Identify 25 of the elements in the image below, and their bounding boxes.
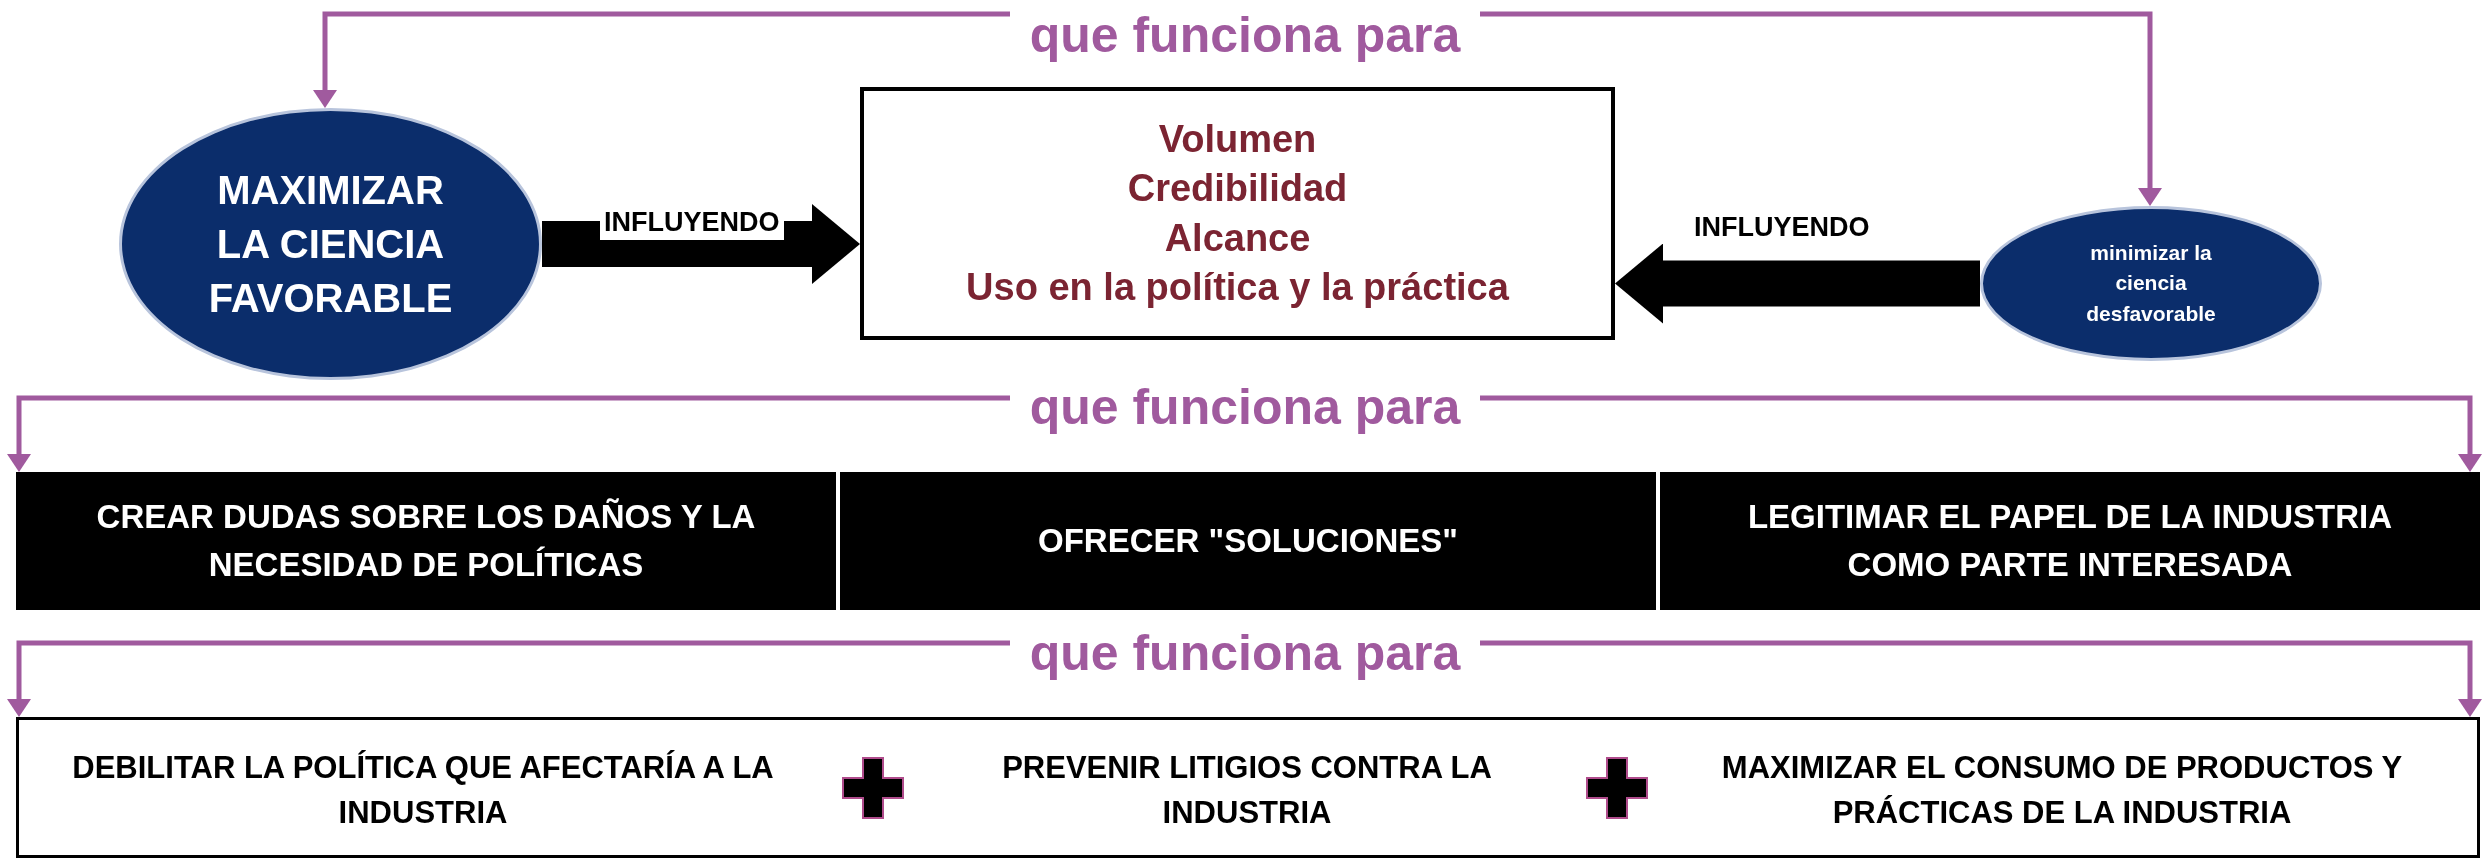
outcome-text: MAXIMIZAR EL CONSUMO DE PRODUCTOS Y PRÁCTICAS DE LA INDUSTRIA xyxy=(1649,720,2475,861)
outcome-text: PREVENIR LITIGIOS CONTRA LA INDUSTRIA xyxy=(909,720,1585,861)
metric-text: Uso en la política y la práctica xyxy=(966,264,1509,310)
arrow xyxy=(1480,640,2482,717)
strategy-band: CREAR DUDAS SOBRE LOS DAÑOS Y LA NECESIDAD DE POLÍTICAS xyxy=(16,472,836,610)
heading-text: que funciona para xyxy=(1010,372,1480,442)
metric-text: Alcance xyxy=(1164,215,1311,261)
goal-oval: MAXIMIZAR LA CIENCIA FAVORABLE xyxy=(119,108,542,380)
metric-text: Volumen xyxy=(1158,116,1317,162)
heading-text: que funciona para xyxy=(1010,0,1480,70)
arrow xyxy=(1615,243,1980,324)
strategy-band: OFRECER "SOLUCIONES" xyxy=(840,472,1656,610)
arrow xyxy=(1480,395,2482,472)
outcome-panel xyxy=(16,717,2480,858)
heading-text: que funciona para xyxy=(1010,618,1480,688)
metric-text: Credibilidad xyxy=(1127,166,1348,212)
arrow xyxy=(7,640,1010,717)
outcome-box xyxy=(860,87,1615,340)
outcome-text: DEBILITAR LA POLÍTICA QUE AFECTARÍA A LA INDUSTRIA xyxy=(19,720,827,861)
arrow xyxy=(542,204,860,284)
arrow xyxy=(313,11,1010,109)
arrow xyxy=(1480,11,2162,206)
goal-oval: minimizar la ciencia desfavorable xyxy=(1980,206,2322,361)
arrow xyxy=(7,395,1010,472)
strategy-band: LEGITIMAR EL PAPEL DE LA INDUSTRIA COMO PARTE INTERESADA xyxy=(1660,472,2480,610)
